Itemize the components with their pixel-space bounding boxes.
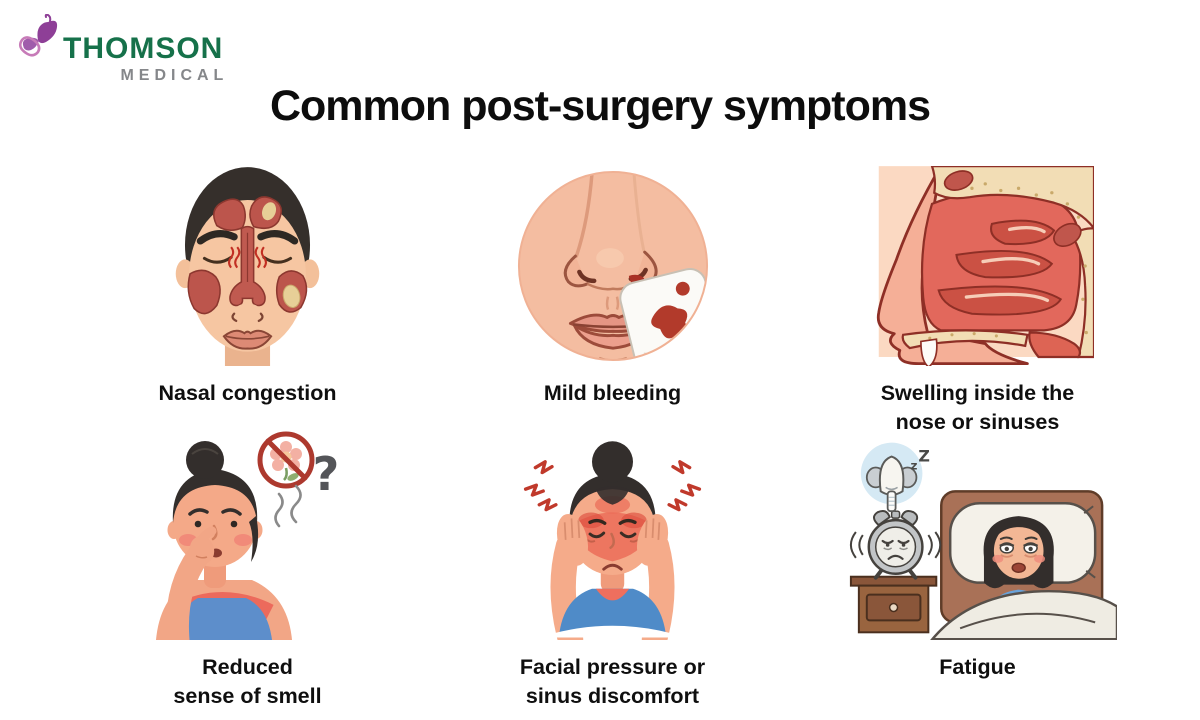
logo-text: THOMSON MEDICAL bbox=[63, 34, 223, 84]
symptom-label: Fatigue bbox=[939, 655, 1016, 679]
brand-name: THOMSON bbox=[63, 32, 224, 65]
woman-headache-icon bbox=[523, 441, 702, 640]
symptom-card-nasal-congestion: Nasal congestion bbox=[65, 152, 430, 408]
symptom-card-reduced-smell: ? Reduced sense of smell bbox=[65, 428, 430, 711]
symptom-label: Swelling inside the nose or sinuses bbox=[880, 381, 1075, 435]
nasal-congestion-art bbox=[145, 152, 350, 366]
sleep-z-small: z bbox=[910, 458, 917, 472]
symptom-card-mild-bleeding: Mild bleeding bbox=[430, 152, 795, 408]
mild-bleeding-art bbox=[514, 152, 712, 366]
symptom-card-facial-pressure: Facial pressure or sinus discomfort bbox=[430, 428, 795, 711]
butterfly-icon bbox=[18, 14, 58, 57]
fatigue-art: z Z bbox=[839, 428, 1117, 640]
sleep-mask-bubble-icon: z Z bbox=[860, 442, 930, 513]
symptom-card-swelling: Swelling inside the nose or sinuses bbox=[795, 152, 1160, 437]
symptom-card-fatigue: z Z Fatigue bbox=[795, 428, 1160, 682]
symptom-label: Nasal congestion bbox=[158, 381, 337, 405]
reduced-smell-art: ? bbox=[148, 428, 348, 640]
swelling-art bbox=[861, 152, 1094, 366]
nasal-cross-section-icon bbox=[876, 166, 1094, 366]
nightstand bbox=[849, 575, 937, 634]
symptom-label: Reduced sense of smell bbox=[173, 655, 322, 709]
facial-pressure-art bbox=[510, 428, 715, 640]
sleep-z-large: Z bbox=[918, 447, 930, 466]
page-title: Common post-surgery symptoms bbox=[269, 82, 931, 130]
question-mark-icon: ? bbox=[312, 447, 339, 501]
sleepy-alarm-clock-icon bbox=[849, 510, 941, 580]
inflamed-sinuses-face-icon bbox=[175, 167, 320, 366]
tired-woman-in-bed-icon: z Z bbox=[849, 442, 1117, 640]
nosebleed-icon bbox=[517, 170, 708, 362]
symptom-label: Mild bleeding bbox=[543, 381, 682, 405]
no-smell-badge-icon bbox=[257, 431, 314, 489]
woman-no-smell-icon: ? bbox=[155, 431, 339, 640]
pain-zigzag-lines bbox=[523, 460, 702, 512]
thomson-medical-logo: THOMSON MEDICAL bbox=[18, 14, 223, 84]
symptom-label: Facial pressure or sinus discomfort bbox=[519, 655, 706, 709]
brand-subtitle: MEDICAL bbox=[120, 67, 229, 84]
bone-speckles bbox=[970, 182, 1081, 219]
